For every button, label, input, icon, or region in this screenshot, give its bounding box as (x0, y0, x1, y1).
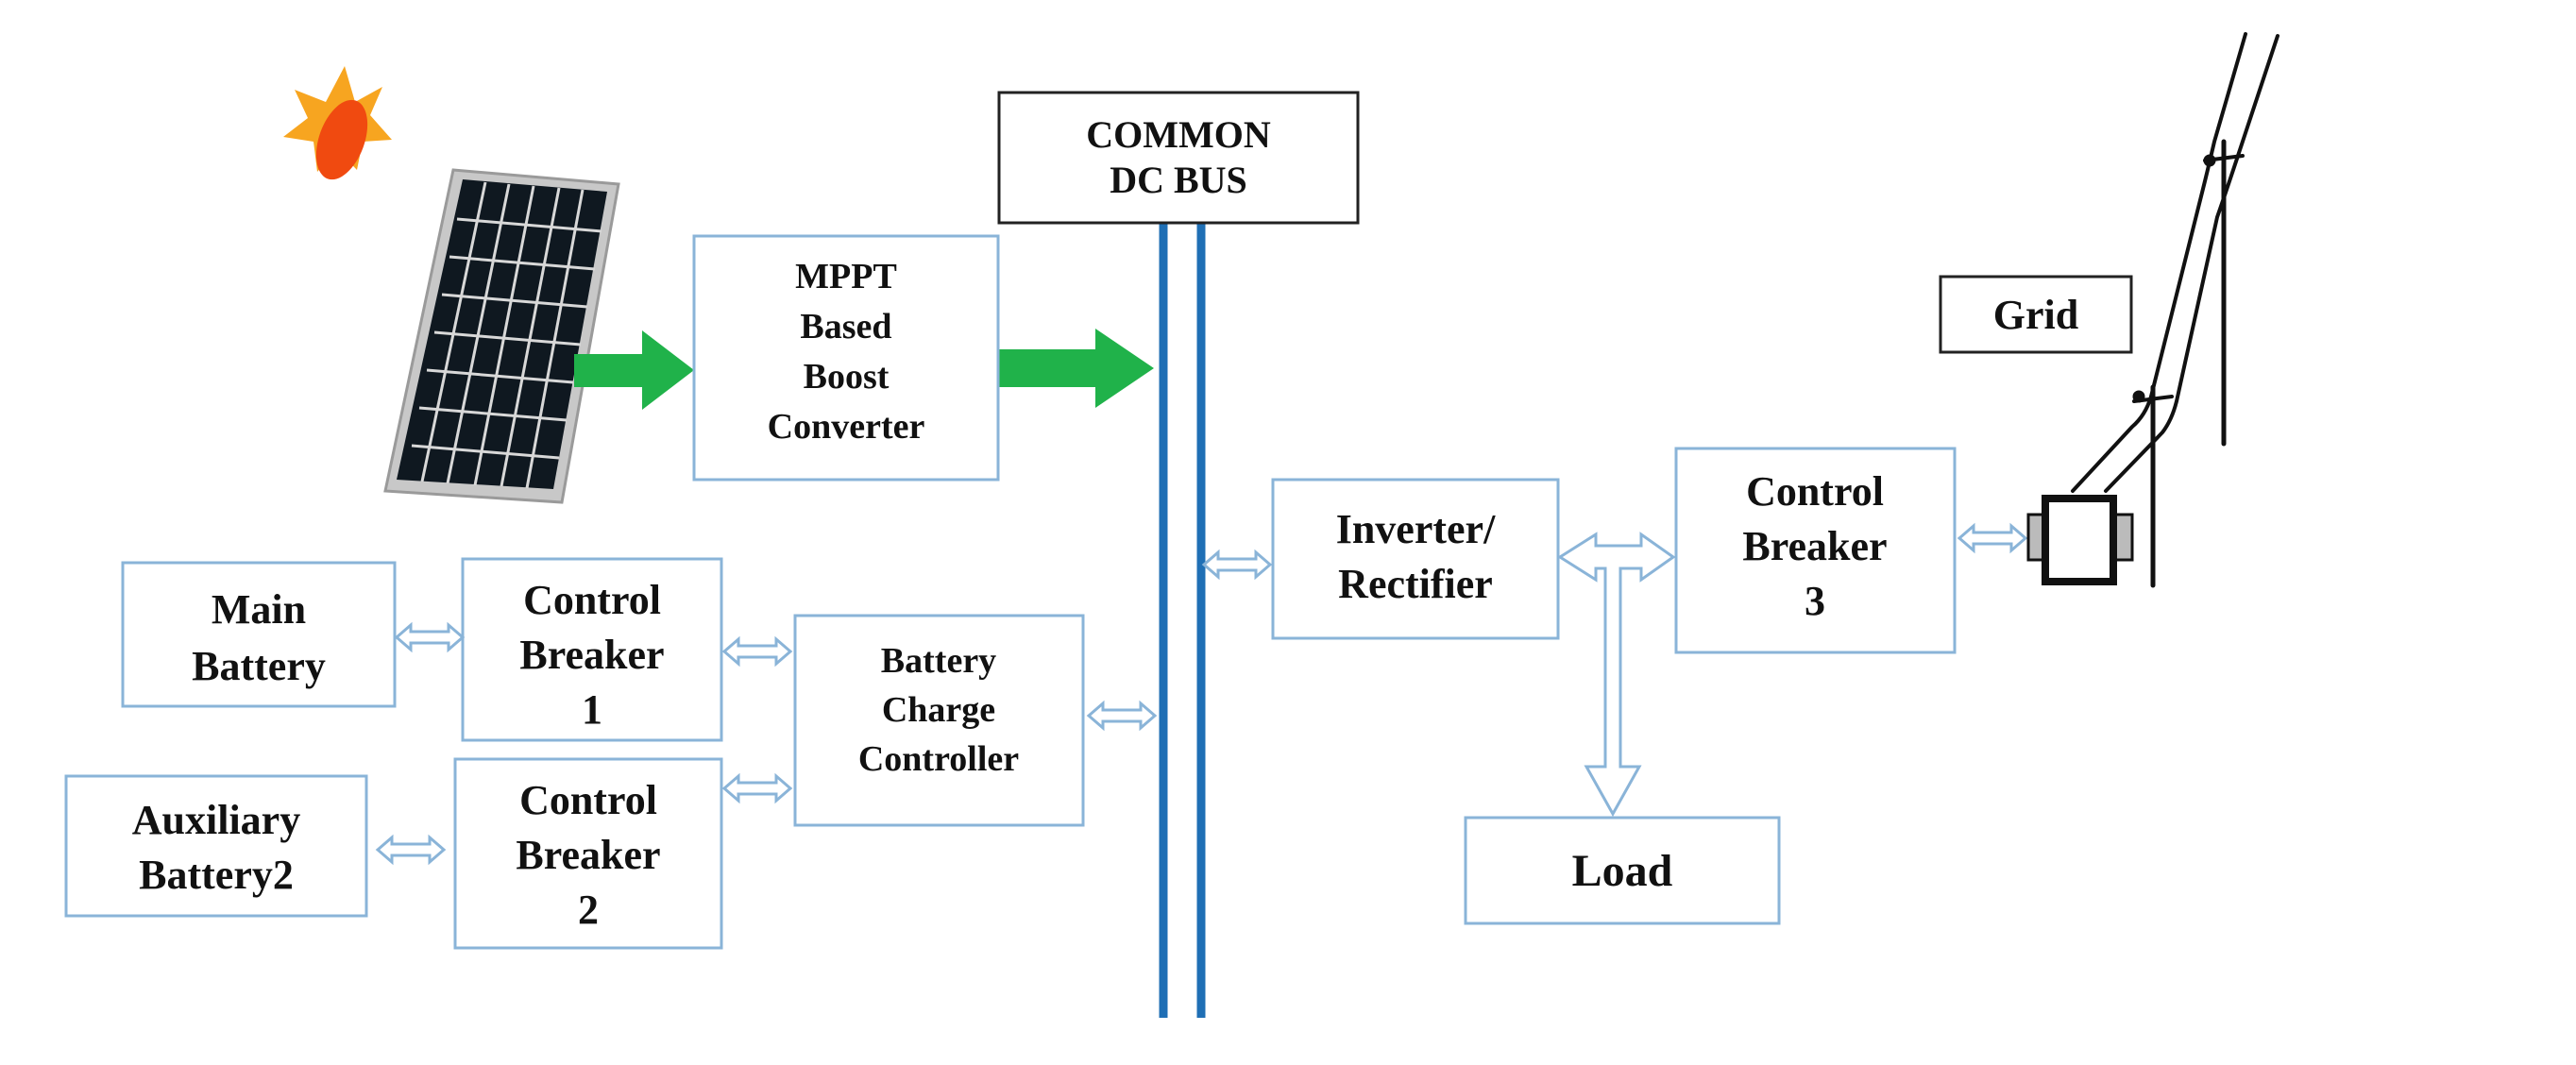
mppt-label-3: Boost (804, 357, 890, 397)
inverter-label-1: Inverter/ (1336, 506, 1496, 552)
inverter-rectifier-box: Inverter/ Rectifier (1271, 478, 1560, 640)
control-breaker-1-label-2: Breaker (519, 632, 664, 678)
control-breaker-3-label-2: Breaker (1742, 523, 1887, 569)
auxiliary-battery-label-2: Battery2 (139, 852, 294, 898)
controller-bus-arrow (1087, 702, 1157, 730)
control-breaker-1-box: Control Breaker 1 (461, 557, 723, 742)
load-label: Load (1572, 846, 1673, 896)
control-breaker-2-box: Control Breaker 2 (453, 757, 723, 950)
sun-icon (283, 66, 392, 180)
control-breaker-2-label-3: 2 (578, 887, 599, 933)
control-breaker-3-label-3: 3 (1805, 578, 1825, 624)
mppt-converter-box: MPPT Based Boost Converter (692, 234, 1000, 482)
breaker1-controller-arrow (722, 637, 792, 666)
common-dc-bus-label-1: COMMON (1086, 113, 1271, 156)
transmission-tower-icon (2071, 32, 2279, 588)
control-breaker-3-label-1: Control (1746, 468, 1884, 515)
mppt-label-4: Converter (768, 407, 925, 447)
mppt-label-2: Based (800, 307, 891, 347)
control-breaker-3-box: Control Breaker 3 (1674, 447, 1957, 654)
grid-box: Grid (1939, 275, 2133, 354)
inverter-label-2: Rectifier (1338, 561, 1493, 607)
main-battery-label-2: Battery (192, 643, 326, 689)
battery-charge-controller-box: Battery Charge Controller (793, 614, 1085, 827)
charge-controller-label-3: Controller (858, 739, 1019, 779)
main-battery-breaker1-arrow (395, 623, 465, 651)
meter-icon (2026, 495, 2134, 585)
mppt-label-1: MPPT (795, 257, 897, 296)
control-breaker-1-label-1: Control (523, 577, 661, 623)
common-dc-bus-box: COMMON DC BUS (997, 91, 1360, 225)
aux-battery-breaker2-arrow (376, 836, 446, 864)
load-box: Load (1464, 816, 1781, 925)
breaker3-grid-arrow (1957, 524, 2027, 552)
converter-to-bus-arrow (996, 329, 1154, 408)
grid-label: Grid (1993, 292, 2078, 338)
auxiliary-battery-box: Auxiliary Battery2 (64, 774, 368, 918)
main-battery-label-1: Main (212, 586, 306, 633)
control-breaker-2-label-2: Breaker (516, 832, 660, 878)
charge-controller-label-2: Charge (882, 690, 995, 730)
solar-panel-icon (383, 168, 620, 504)
control-breaker-2-label-1: Control (519, 777, 657, 823)
panel-to-converter-arrow (574, 330, 694, 410)
charge-controller-label-1: Battery (881, 641, 996, 681)
bus-inverter-arrow (1202, 550, 1272, 579)
inverter-breaker3-load-arrow (1557, 532, 1676, 818)
main-battery-box: Main Battery (121, 561, 397, 708)
common-dc-bus-label-2: DC BUS (1110, 159, 1247, 201)
breaker2-controller-arrow (722, 774, 792, 803)
auxiliary-battery-label-1: Auxiliary (132, 797, 300, 843)
control-breaker-1-label-3: 1 (582, 686, 602, 733)
